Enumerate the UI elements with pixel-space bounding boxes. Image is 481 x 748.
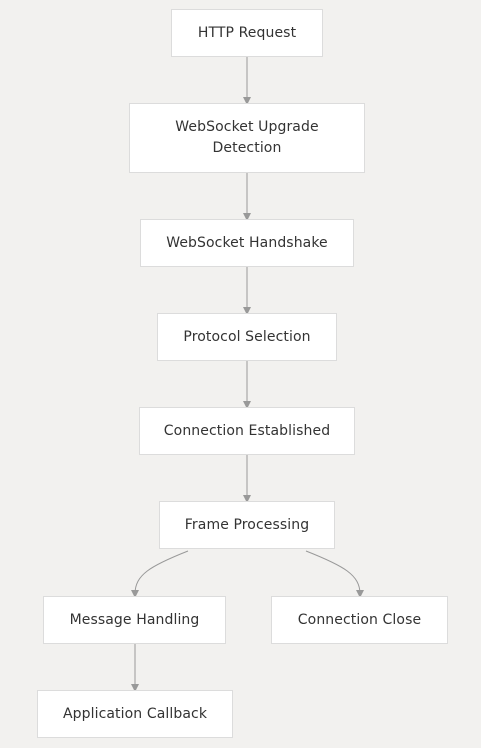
node-frame-processing: Frame Processing	[159, 501, 335, 549]
node-label: Message Handling	[69, 611, 200, 628]
edge-frame-to-close	[305, 550, 364, 598]
node-http-request: HTTP Request	[171, 9, 323, 57]
node-message-handling: Message Handling	[43, 596, 226, 644]
node-label: Connection Established	[163, 422, 331, 439]
node-label: Application Callback	[62, 705, 208, 722]
node-label: Frame Processing	[184, 516, 310, 533]
node-connection-established: Connection Established	[139, 407, 355, 455]
node-label: Connection Close	[297, 611, 422, 628]
node-websocket-handshake: WebSocket Handshake	[140, 219, 354, 267]
node-connection-close: Connection Close	[271, 596, 448, 644]
node-label: WebSocket Upgrade Detection	[175, 119, 319, 156]
node-websocket-upgrade-detection: WebSocket Upgrade Detection	[129, 103, 365, 173]
node-label: HTTP Request	[197, 24, 297, 41]
node-protocol-selection: Protocol Selection	[157, 313, 337, 361]
node-label: Protocol Selection	[183, 328, 311, 345]
edge-frame-to-message	[131, 550, 189, 598]
node-label: WebSocket Handshake	[166, 234, 328, 251]
node-application-callback: Application Callback	[37, 690, 233, 738]
